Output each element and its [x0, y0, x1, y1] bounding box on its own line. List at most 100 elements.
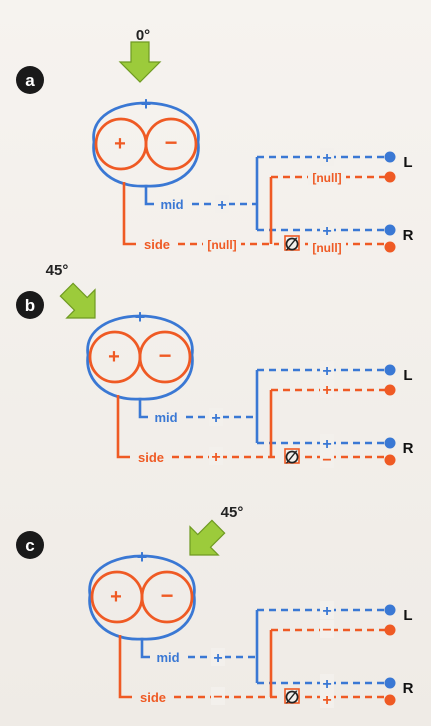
mid-stem-wire [138, 399, 148, 419]
R-mid-sign: + [322, 223, 331, 240]
R-mid-terminal [384, 437, 396, 449]
side-sign: + [211, 449, 220, 466]
output-L-label: L [403, 367, 412, 384]
L-mid-sign: + [322, 603, 331, 620]
R-side-sign-bg [308, 241, 346, 255]
panel-badge-a [16, 66, 44, 94]
side-sign-bg [209, 447, 223, 465]
side-negative-lobe-sign: − [161, 583, 174, 608]
L-mid-sign: + [322, 150, 331, 167]
R-mid-terminal [384, 677, 396, 689]
mid-polarity-sign: + [137, 547, 148, 567]
L-side-sign: [null] [312, 171, 341, 185]
L-side-terminal [384, 171, 396, 183]
L-mid-sign: + [322, 363, 331, 380]
mid-polarity-sign: + [141, 94, 152, 114]
source-direction-arrow-icon-shape [189, 519, 226, 556]
phase-invert-box [284, 235, 300, 251]
L-side-sign-bg [320, 620, 334, 638]
panel-a: a0°++−mid+side[null]∅+[null]+[null]LR [16, 27, 414, 255]
L-mid-terminal [384, 151, 396, 163]
R-side-sign: + [322, 692, 331, 709]
R-mid-terminal [384, 224, 396, 236]
source-direction-arrow-icon-shape [59, 282, 96, 319]
side-sign: − [213, 689, 222, 706]
panel-letter-a: a [25, 71, 35, 90]
L-mid-terminal [384, 364, 396, 376]
L-side-sign: − [322, 622, 331, 639]
side-stem-wire [116, 395, 130, 459]
side-positive-lobe-sign: + [110, 586, 122, 608]
phase-invert-box [284, 688, 300, 704]
side-negative-lobe-sign: − [159, 343, 172, 368]
output-L-label: L [403, 154, 412, 171]
phase-invert-icon: ∅ [285, 448, 300, 467]
side-positive-lobe-sign: + [108, 346, 120, 368]
mid-polarity-sign: + [135, 307, 146, 327]
panel-badge-c [16, 531, 44, 559]
mid-label: mid [154, 410, 177, 425]
mid-label: mid [156, 650, 179, 665]
R-mid-sign-bg [320, 674, 334, 692]
R-side-sign-bg [320, 690, 334, 708]
source-angle-label: 45° [46, 262, 69, 279]
output-R-label: R [403, 440, 414, 457]
R-side-sign-bg [320, 450, 334, 468]
L-mid-sign-bg [320, 361, 334, 379]
output-R-label: R [403, 680, 414, 697]
side-positive-lobe-sign: + [114, 133, 126, 155]
mid-label: mid [160, 197, 183, 212]
mid-stem-wire [144, 186, 154, 206]
figure8-right-lobe [138, 330, 192, 384]
mid-sign: + [213, 650, 222, 667]
L-mid-terminal [384, 604, 396, 616]
source-direction-arrow-icon [59, 282, 96, 319]
L-side-sign-bg [320, 380, 334, 398]
figure8-right-lobe [144, 117, 198, 171]
source-direction-arrow-icon-shape [118, 41, 162, 83]
output-L-label: L [403, 607, 412, 624]
side-label: side [140, 690, 166, 705]
side-stem-wire [122, 182, 136, 246]
side-negative-lobe-sign: − [165, 130, 178, 155]
R-mid-sign: + [322, 676, 331, 693]
source-angle-label: 0° [136, 27, 150, 44]
side-sign: [null] [207, 238, 236, 252]
side-sign-bg [211, 687, 225, 705]
R-mid-sign: + [322, 436, 331, 453]
R-side-sign: − [322, 452, 331, 469]
source-angle-label: 45° [221, 504, 244, 521]
output-R-label: R [403, 227, 414, 244]
source-direction-arrow-icon [118, 41, 162, 83]
mid-sign: + [217, 197, 226, 214]
panel-b: b45°++−mid+side+∅+++−LR [16, 262, 414, 469]
figure8-right-lobe [140, 570, 194, 624]
side-label: side [138, 450, 164, 465]
omni-pattern-shape [86, 314, 194, 401]
L-mid-sign-bg [320, 148, 334, 166]
omni-pattern-shape [88, 554, 196, 641]
L-side-terminal [384, 384, 396, 396]
side-label: side [144, 237, 170, 252]
mid-sign-bg [215, 195, 229, 213]
omni-pattern-shape [92, 101, 200, 188]
panel-c: c45°++−mid+side−∅+−++LR [16, 504, 414, 709]
R-mid-sign-bg [320, 221, 334, 239]
L-side-sign-bg [308, 171, 346, 185]
R-side-terminal [384, 241, 396, 253]
L-mid-sign-bg [320, 601, 334, 619]
phase-invert-box [284, 448, 300, 464]
R-side-sign: [null] [312, 241, 341, 255]
panel-badge-b [16, 291, 44, 319]
source-direction-arrow-icon [189, 519, 226, 556]
R-side-terminal [384, 694, 396, 706]
L-side-terminal [384, 624, 396, 636]
L-side-sign: + [322, 382, 331, 399]
side-sign-bg [203, 238, 241, 252]
R-side-terminal [384, 454, 396, 466]
panel-letter-b: b [25, 296, 35, 315]
panel-letter-c: c [25, 536, 34, 555]
R-mid-sign-bg [320, 434, 334, 452]
